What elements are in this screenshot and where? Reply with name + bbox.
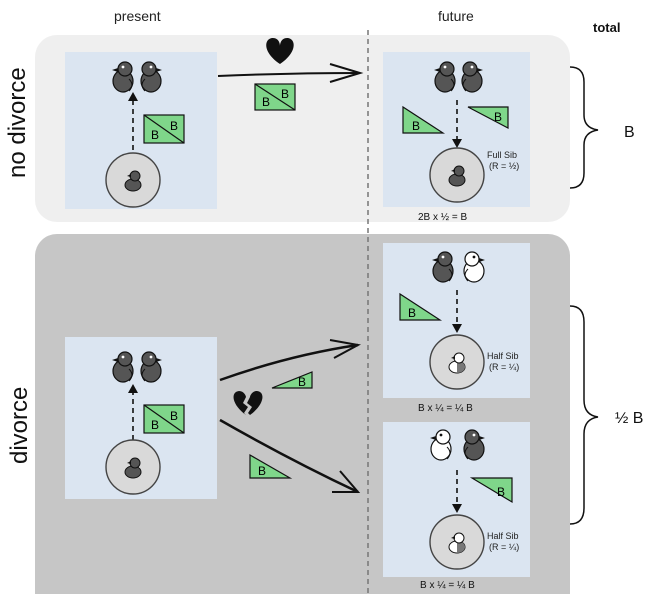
full-sib-label: Full Sib (R = ½): [487, 150, 519, 172]
egg-icon: [429, 334, 485, 390]
egg-icon: [105, 152, 161, 208]
benefit-triangle-icon: B: [402, 105, 446, 134]
half-sib-r-upper: (R = ¼): [489, 362, 520, 372]
full-sib-text: Full Sib: [487, 150, 518, 160]
heart-icon: [266, 38, 294, 64]
half-sib-label-upper: Half Sib (R = ¼): [487, 351, 519, 373]
benefit-letter: B: [170, 119, 178, 133]
benefit-triangle-icon: B: [469, 477, 513, 504]
bird-icon: [431, 251, 454, 283]
bird-icon: [111, 351, 134, 383]
benefit-letter: B: [412, 119, 420, 133]
total-brace: [569, 305, 599, 525]
half-sib-r-lower: (R = ¼): [489, 542, 520, 552]
divorce-total: ½ B: [615, 410, 644, 427]
divorce-upper-equation: B x ¼ = ¼ B: [418, 403, 473, 414]
full-sib-r: (R = ½): [489, 161, 520, 171]
benefit-triangle-icon: B: [271, 371, 313, 389]
bird-icon: [140, 61, 163, 93]
no-divorce-total: B: [624, 124, 635, 141]
benefit-pair-icon: B B: [143, 114, 185, 144]
benefit-letter: B: [298, 375, 306, 389]
egg-icon: [429, 147, 485, 203]
benefit-letter: B: [494, 110, 502, 124]
total-brace: [569, 66, 599, 189]
egg-icon: [429, 514, 485, 570]
benefit-letter: B: [497, 485, 505, 499]
benefit-triangle-icon: B: [399, 292, 443, 321]
bird-icon: [140, 351, 163, 383]
benefit-pair-icon: B B: [143, 404, 185, 434]
benefit-letter: B: [151, 418, 159, 432]
bird-icon: [433, 61, 456, 93]
half-sib-label-lower: Half Sib (R = ¼): [487, 531, 519, 553]
bird-icon: [461, 61, 484, 93]
half-sib-text-lower: Half Sib: [487, 531, 519, 541]
benefit-letter: B: [170, 409, 178, 423]
broken-heart-icon: [233, 391, 263, 415]
future-header: future: [438, 8, 474, 24]
benefit-letter: B: [258, 464, 266, 478]
egg-icon: [105, 439, 161, 495]
bird-icon: [429, 429, 452, 461]
bird-icon: [463, 429, 486, 461]
benefit-letter: B: [151, 128, 159, 142]
benefit-triangle-icon: B: [467, 106, 509, 129]
bird-icon: [463, 251, 486, 283]
bird-icon: [111, 61, 134, 93]
total-header: total: [593, 20, 621, 35]
benefit-triangle-icon: B: [249, 453, 293, 479]
no-divorce-equation: 2B x ½ = B: [418, 212, 468, 223]
benefit-letter: B: [262, 95, 270, 109]
benefit-pair-icon: B B: [254, 83, 296, 111]
present-header: present: [114, 8, 161, 24]
benefit-letter: B: [281, 87, 289, 101]
divorce-lower-equation: B x ¼ = ¼ B: [420, 580, 475, 591]
benefit-letter: B: [408, 306, 416, 320]
half-sib-text-upper: Half Sib: [487, 351, 519, 361]
